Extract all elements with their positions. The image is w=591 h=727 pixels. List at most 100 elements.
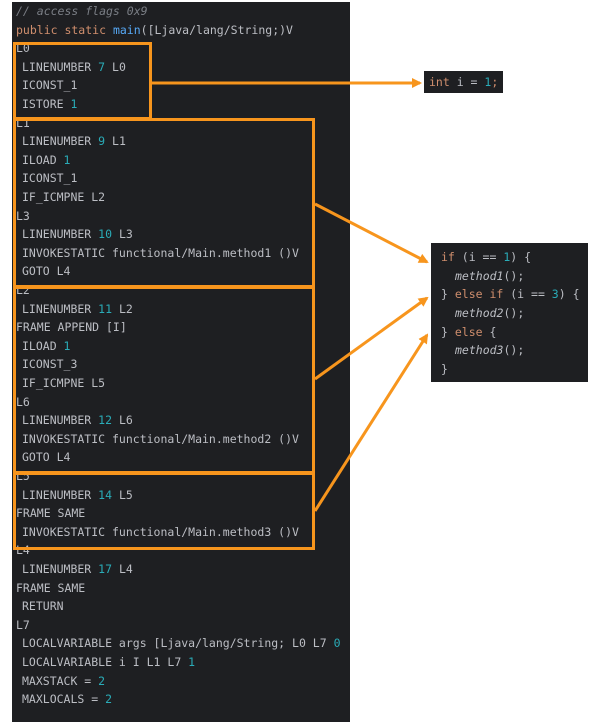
code-token: main — [112, 22, 141, 37]
bytecode-line: LINENUMBER 9 L1 — [22, 132, 126, 150]
bytecode-line: GOTO L4 — [22, 262, 70, 280]
bytecode-line: IF_ICMPNE L2 — [22, 188, 105, 206]
bytecode-line: ILOAD 1 — [22, 337, 70, 355]
bytecode-line: GOTO L4 — [22, 448, 70, 466]
code-token: GOTO L4 — [22, 450, 71, 465]
highlight-box-else-branch — [13, 472, 315, 550]
bytecode-line: LINENUMBER 7 L0 — [22, 58, 126, 76]
bytecode-line: FRAME SAME — [16, 579, 85, 597]
code-token: FRAME APPEND [I] — [16, 320, 127, 335]
code-token: ) { — [558, 287, 580, 302]
code-token: if — [441, 250, 462, 264]
code-token: L4 — [112, 562, 133, 576]
code-token: 1 — [70, 97, 78, 111]
code-token: L5 — [112, 487, 133, 502]
code-token: // access flags 0x9 — [16, 4, 148, 18]
code-token: MAXSTACK = — [22, 673, 99, 688]
code-token: (i == — [461, 250, 504, 264]
code-token: FRAME SAME — [16, 506, 86, 521]
code-token: LINENUMBER — [22, 562, 99, 576]
bytecode-line: LINENUMBER 14 L5 — [22, 486, 133, 504]
code-token: INVOKESTATIC functional/Main.method3 ()V — [22, 524, 299, 539]
code-token: 17 — [98, 562, 113, 576]
code-token: 1 — [484, 75, 492, 89]
code-token: LINENUMBER — [22, 227, 99, 242]
bytecode-line: INVOKESTATIC functional/Main.method1 ()V — [22, 244, 299, 262]
code-token: public static — [16, 22, 113, 37]
code-token: 1 — [63, 338, 71, 353]
code-token: RETURN — [22, 599, 64, 614]
code-token: 2 — [98, 673, 106, 688]
code-token: else if — [454, 287, 511, 302]
code-token: (i == — [510, 287, 552, 302]
bytecode-line: L4 — [16, 541, 30, 559]
code-token: LINENUMBER — [22, 134, 99, 149]
code-token: 11 — [98, 301, 113, 316]
code-token: LINENUMBER — [22, 59, 99, 74]
bytecode-line: RETURN — [22, 597, 64, 615]
code-token: IF_ICMPNE L5 — [22, 376, 106, 390]
snippet-if: if (i == 1) {method1();} else if (i == 3… — [431, 243, 588, 382]
bytecode-line: ISTORE 1 — [22, 95, 77, 113]
snippet_if-line: method1(); — [441, 267, 588, 286]
code-token: L3 — [112, 227, 133, 242]
bytecode-line: ICONST_1 — [22, 169, 77, 187]
bytecode-line: INVOKESTATIC functional/Main.method3 ()V — [22, 523, 299, 541]
arrow-else-branch — [313, 333, 429, 512]
code-token: i = — [456, 75, 485, 89]
code-token: 14 — [98, 487, 113, 502]
bytecode-line: public static main([Ljava/lang/String;)V — [16, 21, 293, 39]
snippet_assign-line: int i = 1; — [429, 73, 503, 91]
code-token: int — [429, 75, 457, 89]
code-token: ; — [491, 75, 499, 89]
code-token: } — [441, 287, 455, 302]
code-token: LINENUMBER — [22, 487, 99, 502]
code-token: method3 — [455, 343, 504, 358]
code-token: ILOAD — [22, 338, 64, 353]
code-token: (); — [503, 306, 525, 321]
snippet_if-line: method2(); — [441, 304, 588, 323]
code-token: ILOAD — [22, 152, 64, 167]
code-token: ) { — [510, 250, 532, 264]
code-token: L1 — [105, 134, 126, 149]
code-token: LINENUMBER — [22, 301, 99, 316]
bytecode-line: ICONST_1 — [22, 76, 77, 94]
bytecode-line: MAXLOCALS = 2 — [22, 690, 112, 708]
code-token: 0 — [333, 636, 341, 651]
code-token: ICONST_3 — [22, 357, 78, 372]
code-token: else — [454, 324, 490, 339]
code-token: INVOKESTATIC functional/Main.method2 ()V — [22, 431, 299, 446]
bytecode-line: IF_ICMPNE L5 — [22, 374, 105, 392]
bytecode-line: L3 — [16, 207, 30, 225]
code-token: 7 — [98, 59, 106, 74]
code-token: 1 — [63, 152, 71, 167]
code-token: 10 — [98, 227, 113, 242]
code-token: ([Ljava/lang/String;)V — [140, 22, 293, 37]
code-token: 1 — [188, 655, 196, 669]
code-token: LOCALVARIABLE args [Ljava/lang/String; L… — [22, 636, 334, 651]
code-token: ICONST_1 — [22, 78, 78, 93]
code-token: method1 — [455, 268, 504, 283]
code-token: FRAME SAME — [16, 580, 86, 595]
snippet_if-line: method3(); — [441, 341, 588, 360]
code-token: INVOKESTATIC functional/Main.method1 ()V — [22, 245, 299, 260]
snippet_if-line: } — [441, 360, 588, 379]
bytecode-line: L6 — [16, 393, 30, 411]
code-token: L6 — [112, 413, 133, 428]
code-token: 9 — [98, 134, 106, 149]
code-token: } — [441, 362, 448, 377]
code-token: 2 — [105, 692, 113, 707]
bytecode-line: L7 — [16, 616, 30, 634]
code-token: { — [489, 324, 497, 339]
code-token: LINENUMBER — [22, 413, 99, 428]
code-token: method2 — [455, 306, 504, 321]
bytecode-line: INVOKESTATIC functional/Main.method2 ()V — [22, 430, 299, 448]
bytecode-line: MAXSTACK = 2 — [22, 672, 105, 690]
snippet_if-line: } else if (i == 3) { — [441, 285, 588, 304]
code-token: ICONST_1 — [22, 171, 78, 186]
code-token: L6 — [16, 394, 30, 409]
bytecode-panel: // access flags 0x9 public static main([L… — [12, 2, 350, 722]
code-token: 12 — [98, 413, 113, 428]
bytecode-line: ICONST_3 — [22, 355, 77, 373]
